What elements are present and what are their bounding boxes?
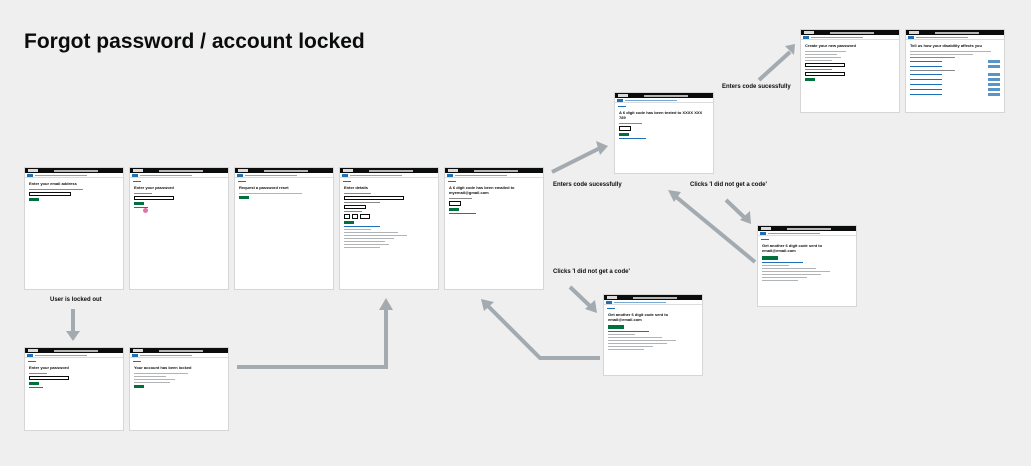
screen-code-emailed: A 6 digit code has been emailed to myema…: [444, 167, 544, 290]
arrowhead-another-back-to-phone: [668, 190, 681, 202]
label-enters-code-1: Enters code sucessfully: [553, 182, 622, 188]
screen-request-reset: Request a password reset: [234, 167, 334, 290]
arrowhead-locked-to-details: [379, 298, 393, 310]
arrow-another-back-to-email: [486, 304, 600, 360]
arrowhead-locked-out: [66, 331, 80, 341]
screen-another-code-email: Get another 6 digit code sent to email@e…: [603, 294, 703, 376]
click-highlight: [143, 208, 148, 213]
screen-heading: Get another 6 digit code sent to email@e…: [608, 312, 669, 322]
page-title: Forgot password / account locked: [24, 30, 365, 53]
screen-heading: Your account has been locked: [134, 365, 192, 370]
screen-heading: Enter your email address: [29, 181, 77, 186]
screen-code-texted: A 6 digit code has been texted to XXXX X…: [614, 92, 714, 174]
arrowhead-another-back-to-email: [481, 299, 494, 311]
screen-enter-password: Enter your password: [129, 167, 229, 290]
screen-heading: Create your new password: [805, 43, 856, 48]
screen-heading: Tell us how your disability affects you: [910, 43, 982, 48]
arrowhead-phone-to-another: [740, 211, 751, 224]
screen-heading: A 6 digit code has been texted to XXXX X…: [619, 110, 703, 120]
screen-enter-details: Enter details: [339, 167, 439, 290]
arrow-email-to-another: [568, 285, 592, 308]
arrow-to-new-password: [757, 50, 792, 82]
screen-another-code-phone: Get another 6 digit code sent to email@e…: [757, 225, 857, 307]
screen-disability: Tell us how your disability affects you: [905, 29, 1005, 113]
label-locked-out: User is locked out: [50, 297, 102, 303]
screen-create-password: Create your new password: [800, 29, 900, 113]
arrow-locked-to-details: [237, 308, 388, 369]
label-didnt-get-code-1: Clicks 'I did not get a code': [690, 182, 767, 188]
screen-heading: Get another 6 digit code sent to email@e…: [762, 243, 823, 253]
screen-heading: Request a password reset: [239, 185, 289, 190]
arrow-another-back-to-phone: [673, 194, 757, 264]
screen-enter-email: Enter your email address: [24, 167, 124, 290]
label-enters-code-2: Enters code sucessfully: [722, 84, 791, 90]
arrowhead-to-phone-code: [596, 141, 608, 155]
arrow-to-phone-code: [551, 146, 601, 174]
screen-heading: Enter your password: [29, 365, 69, 370]
screen-heading: A 6 digit code has been emailed to myema…: [449, 185, 515, 195]
arrowhead-to-new-password: [785, 44, 795, 55]
arrowhead-email-to-another: [585, 300, 597, 313]
label-didnt-get-code-2: Clicks 'I did not get a code': [553, 269, 630, 275]
screen-enter-password-locked: Enter your password: [24, 347, 124, 431]
arrow-phone-to-another: [724, 198, 747, 220]
screen-account-locked: Your account has been locked: [129, 347, 229, 431]
screen-heading: Enter details: [344, 185, 369, 190]
screen-heading: Enter your password: [134, 185, 174, 190]
